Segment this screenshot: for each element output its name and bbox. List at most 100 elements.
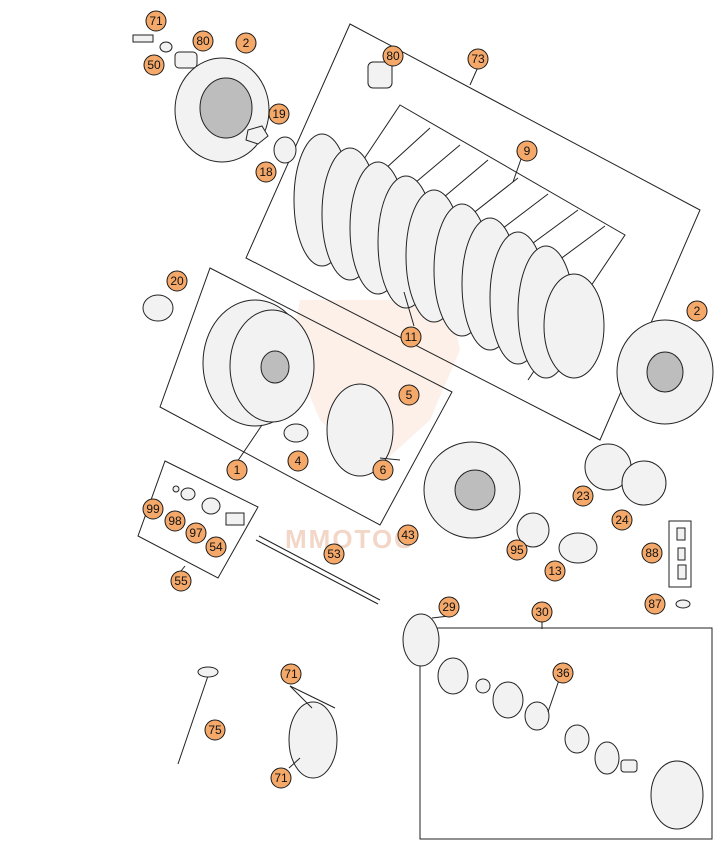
callout-55: 55 [170, 570, 192, 592]
leader-lines [180, 66, 560, 769]
callout-2-top: 2 [235, 32, 257, 54]
svg-text:55: 55 [174, 574, 188, 588]
svg-text:11: 11 [405, 330, 418, 344]
callout-80-top: 80 [192, 30, 214, 52]
callout-1: 1 [226, 459, 248, 481]
pushrod [255, 539, 379, 605]
svg-text:95: 95 [510, 543, 524, 557]
needle-bearing [516, 512, 550, 548]
pressure-plate-assembly [132, 34, 297, 164]
svg-text:36: 36 [556, 666, 570, 680]
clutch-disc-pack-frame [245, 23, 701, 441]
svg-text:53: 53 [327, 547, 341, 561]
callout-11: 11 [400, 326, 422, 348]
callout-87: 87 [644, 593, 666, 615]
callout-71-top: 71 [145, 10, 167, 32]
svg-text:98: 98 [168, 514, 182, 528]
pressure-piece [225, 512, 245, 526]
bleed-valve [675, 527, 691, 609]
thrust-washer [142, 294, 174, 322]
clutch-disc-stack [293, 61, 605, 379]
svg-text:87: 87 [648, 597, 662, 611]
clutch-lever-shaft [177, 669, 211, 765]
svg-text:54: 54 [209, 540, 223, 554]
callout-95: 95 [506, 539, 528, 561]
callout-43: 43 [397, 524, 419, 546]
clutch-cover-parts [177, 666, 338, 779]
callout-71-cover-top: 71 [280, 663, 302, 685]
clutch-springs [367, 61, 393, 89]
callout-9: 9 [516, 140, 538, 162]
callout-80-springs: 80 [382, 45, 404, 67]
callout-73: 73 [467, 48, 489, 70]
clutch-basket-frame [159, 267, 453, 526]
callout-36: 36 [552, 662, 574, 684]
svg-text:20: 20 [170, 274, 184, 288]
gears [423, 441, 667, 564]
damper-plate [326, 383, 394, 477]
svg-text:13: 13 [548, 564, 562, 578]
svg-text:80: 80 [386, 49, 400, 63]
lock-washer [273, 136, 297, 164]
svg-text:30: 30 [535, 605, 549, 619]
callout-20: 20 [166, 270, 188, 292]
callout-50: 50 [143, 54, 165, 76]
svg-text:4: 4 [295, 454, 302, 468]
o-ring [402, 613, 440, 667]
svg-text:2: 2 [243, 36, 250, 50]
pushrod-parts [172, 485, 381, 605]
svg-text:19: 19 [272, 107, 286, 121]
callout-53: 53 [323, 543, 345, 565]
clutch-hub [616, 319, 714, 425]
svg-text:6: 6 [380, 463, 387, 477]
callout-23: 23 [572, 485, 594, 507]
actuator-parts-frame [419, 627, 713, 840]
callout-30: 30 [531, 601, 553, 623]
svg-text:97: 97 [189, 526, 203, 540]
svg-text:9: 9 [524, 144, 531, 158]
callout-97: 97 [185, 522, 207, 544]
bushing [283, 423, 309, 443]
svg-text:5: 5 [406, 388, 413, 402]
circlip [437, 657, 469, 695]
slave-cylinder [650, 760, 704, 830]
bolt [132, 34, 154, 43]
svg-text:1: 1 [234, 463, 241, 477]
callout-13: 13 [544, 560, 566, 582]
svg-text:23: 23 [576, 489, 590, 503]
svg-text:73: 73 [471, 52, 485, 66]
cover-plate [288, 701, 338, 779]
callout-19: 19 [268, 103, 290, 125]
callout-98: 98 [164, 510, 186, 532]
svg-text:71: 71 [284, 667, 298, 681]
callout-2-hub: 2 [686, 300, 708, 322]
svg-text:99: 99 [146, 502, 160, 516]
callout-88: 88 [641, 542, 663, 564]
callout-24: 24 [611, 509, 633, 531]
svg-text:88: 88 [645, 546, 659, 560]
gear-24 [621, 460, 667, 506]
callout-29: 29 [438, 596, 460, 618]
watermark-text: MMOTOC [285, 524, 415, 554]
svg-text:43: 43 [401, 528, 415, 542]
actuator-assembly [402, 613, 704, 830]
callout-54: 54 [205, 536, 227, 558]
svg-text:80: 80 [196, 34, 210, 48]
clutch-basket-group [142, 294, 401, 477]
callout-99: 99 [142, 498, 164, 520]
nut [245, 125, 269, 145]
svg-text:50: 50 [147, 58, 161, 72]
spacer-bushing [558, 532, 598, 564]
callout-75: 75 [204, 719, 226, 741]
callout-6: 6 [372, 459, 394, 481]
svg-text:2: 2 [694, 304, 701, 318]
spring [174, 51, 198, 69]
svg-text:75: 75 [208, 723, 222, 737]
bleed-valve-frame [668, 520, 692, 588]
callout-4: 4 [287, 450, 309, 472]
svg-text:29: 29 [442, 600, 456, 614]
svg-text:71: 71 [274, 771, 288, 785]
washer [159, 41, 173, 53]
callout-5: 5 [398, 384, 420, 406]
